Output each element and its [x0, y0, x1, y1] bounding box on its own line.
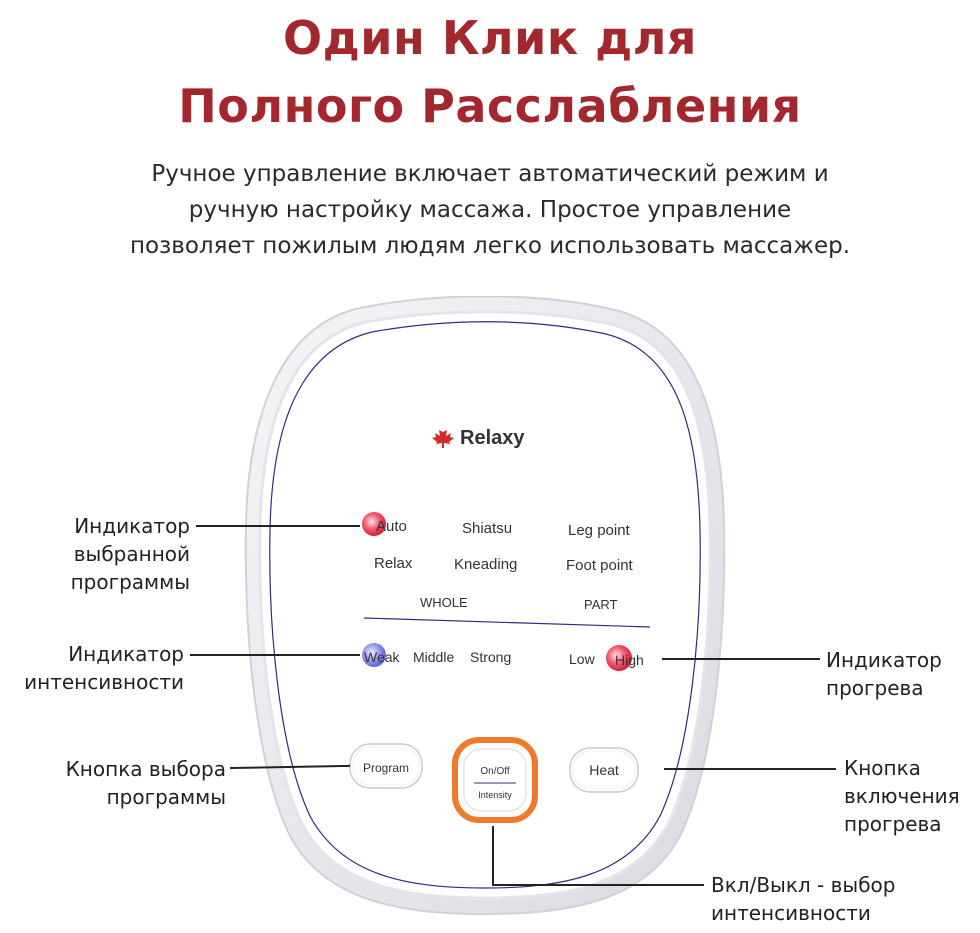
heat-button-leader	[664, 768, 836, 770]
heat-button-label: Heat	[589, 762, 619, 778]
callout-line: Кнопка выбора	[65, 757, 226, 781]
program-leg-point: Leg point	[568, 522, 631, 539]
maple-leaf-icon	[432, 427, 454, 448]
power-button-leader-vertical	[492, 826, 494, 884]
brand-name: Relaxy	[460, 427, 525, 449]
callout-line: интенсивности	[711, 901, 871, 925]
callout-line: программы	[106, 785, 226, 809]
subtitle-line-3: позволяет пожилым людям легко использова…	[129, 233, 851, 259]
control-panel: Relaxy Auto Shiatsu Leg point Relax Knea…	[244, 296, 726, 916]
heat-button-callout: Кнопка включения прогрева	[844, 754, 978, 838]
intensity-button-label: Intensity	[478, 790, 512, 800]
page-title: Один Клик для Полного Расслабления	[0, 4, 980, 140]
auto-indicator-light	[362, 512, 386, 536]
title-line-2: Полного Расслабления	[178, 79, 802, 133]
heat-indicator-leader	[662, 658, 820, 660]
callout-line: Вкл/Выкл - выбор	[711, 873, 896, 897]
callout-line: интенсивности	[24, 670, 184, 694]
callout-line: прогрева	[826, 676, 924, 700]
program-shiatsu: Shiatsu	[462, 520, 512, 537]
subtitle-line-2: ручную настройку массажа. Простое управл…	[188, 197, 792, 223]
power-button-label: On/Off	[480, 766, 509, 777]
group-part-label: PART	[584, 597, 618, 612]
power-button-callout: Вкл/Выкл - выбор интенсивности	[711, 871, 971, 927]
callout-line: включения	[844, 784, 960, 808]
heat-high: High	[615, 652, 644, 668]
program-relax: Relax	[374, 555, 413, 572]
program-indicator-leader	[196, 525, 360, 527]
callout-line: программы	[70, 570, 190, 594]
program-kneading: Kneading	[454, 556, 517, 573]
panel-divider	[363, 617, 651, 628]
heat-button[interactable]: Heat	[569, 747, 639, 793]
program-button-label: Program	[363, 761, 409, 775]
callout-line: выбранной	[73, 542, 190, 566]
weak-indicator-light	[362, 643, 386, 667]
callout-line: Индикатор	[68, 642, 184, 666]
subtitle-line-1: Ручное управление включает автоматически…	[151, 161, 829, 187]
program-button-callout: Кнопка выбора программы	[20, 755, 226, 811]
group-whole-label: WHOLE	[420, 595, 468, 610]
intensity-weak: Weak	[364, 649, 401, 665]
high-indicator-light	[606, 645, 632, 671]
intensity-strong: Strong	[470, 649, 511, 665]
power-intensity-button[interactable]: On/Off Intensity	[452, 737, 538, 823]
program-foot-point: Foot point	[566, 557, 634, 574]
callout-line: Индикатор	[826, 648, 942, 672]
intensity-indicator-leader	[190, 654, 360, 656]
heat-indicator-callout: Индикатор прогрева	[826, 646, 976, 702]
program-indicator-callout: Индикатор выбранной программы	[20, 512, 190, 596]
program-auto: Auto	[376, 518, 407, 535]
page-subtitle: Ручное управление включает автоматически…	[60, 156, 920, 264]
intensity-middle: Middle	[413, 649, 454, 665]
title-line-1: Один Клик для	[283, 11, 697, 65]
callout-line: Кнопка	[844, 756, 921, 780]
callout-line: прогрева	[844, 812, 942, 836]
program-button[interactable]: Program	[349, 743, 423, 789]
callout-line: Индикатор	[74, 514, 190, 538]
intensity-indicator-callout: Индикатор интенсивности	[0, 640, 184, 696]
heat-low: Low	[569, 651, 596, 667]
brand-logo: Relaxy	[432, 427, 525, 449]
power-button-leader-horizontal	[492, 884, 704, 886]
